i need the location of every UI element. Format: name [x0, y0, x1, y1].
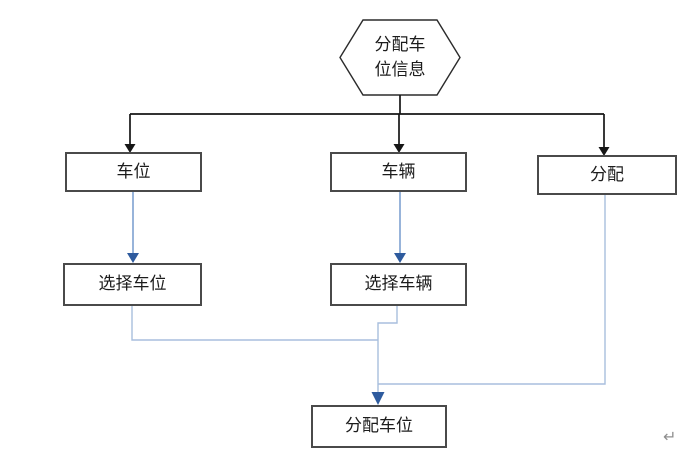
node-select-vehicle: 选择车辆	[330, 263, 467, 306]
node-vehicle-label: 车辆	[381, 161, 416, 182]
node-assign-label: 分配	[590, 164, 624, 185]
node-vehicle: 车辆	[330, 152, 467, 192]
black-branch-lines	[129, 95, 605, 148]
node-source-hexagon: 分配车位信息	[340, 20, 460, 95]
return-mark-icon: ↵	[663, 427, 677, 446]
node-assign-parking-label: 分配车位	[345, 416, 413, 437]
node-select-parking-label: 选择车位	[98, 274, 167, 295]
node-source-label: 分配车位信息	[374, 34, 426, 80]
blue-arrow-shafts	[132, 192, 401, 254]
node-assign-parking: 分配车位	[311, 405, 447, 448]
node-assign: 分配	[537, 155, 677, 195]
node-parking: 车位	[65, 152, 202, 192]
node-parking-label: 车位	[116, 161, 151, 182]
node-select-parking: 选择车位	[63, 263, 202, 306]
node-select-vehicle-label: 选择车辆	[364, 274, 433, 295]
